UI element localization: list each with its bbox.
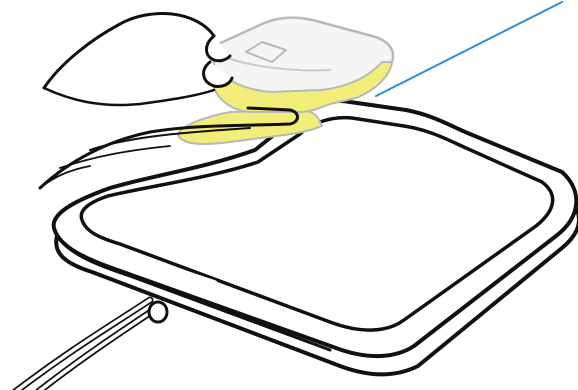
cable [15,300,167,390]
pressure-pad [54,101,578,374]
pointer-line [376,2,562,96]
